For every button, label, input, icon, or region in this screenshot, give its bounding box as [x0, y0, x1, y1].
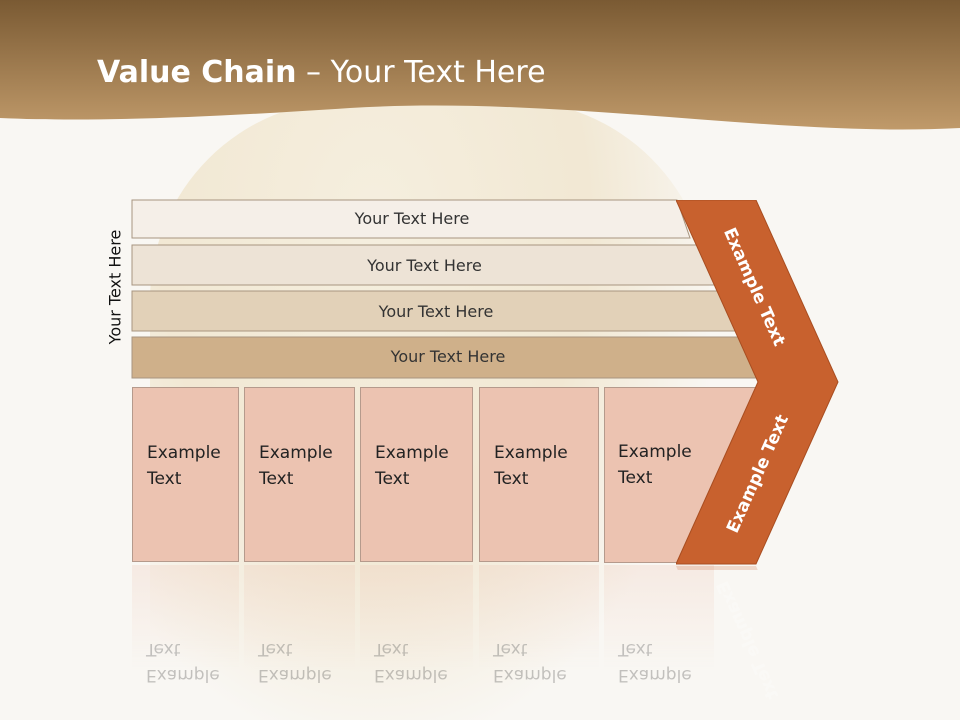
margin-chevron	[676, 200, 839, 570]
layer-label-4: Your Text Here	[390, 347, 506, 366]
layer-label-3: Your Text Here	[378, 302, 494, 321]
header-band	[0, 0, 960, 130]
reflection-label-5: Example Text	[618, 639, 692, 685]
margin-label-reflection: Example Text	[713, 577, 783, 703]
reflection-label-3: Example Text	[374, 639, 448, 685]
activity-reflection-4: Example Text	[479, 565, 599, 700]
activity-reflection-3: Example Text	[360, 565, 473, 700]
reflection-label-4: Example Text	[493, 639, 567, 685]
title-bold: Value Chain	[97, 55, 297, 90]
layer-row-2: Your Text Here	[131, 244, 717, 286]
activity-reflection-1: Example Text	[132, 565, 239, 700]
activity-label-5: Example Text	[618, 442, 692, 488]
activity-label-3: Example Text	[375, 443, 449, 489]
activity-reflection-2: Example Text	[244, 565, 355, 700]
activity-label-1: Example Text	[147, 443, 221, 489]
activity-box-1: Example Text	[132, 387, 239, 562]
layer-row-3: Your Text Here	[131, 290, 740, 332]
layer-row-4: Your Text Here	[131, 336, 764, 379]
activity-reflection-5: Example Text	[604, 565, 714, 700]
layer-shape-1	[131, 199, 691, 239]
activity-label-2: Example Text	[259, 443, 333, 489]
layer-row-1: Your Text Here	[131, 199, 692, 239]
title-rest: – Your Text Here	[296, 55, 546, 90]
page-title: Value Chain – Your Text Here	[97, 55, 546, 90]
reflection-label-2: Example Text	[258, 639, 332, 685]
layer-label-2: Your Text Here	[367, 256, 482, 275]
reflection-label-1: Example Text	[146, 639, 220, 685]
support-activities-label: Your Text Here	[105, 229, 125, 345]
layer-label-1: Your Text Here	[354, 209, 470, 228]
activity-box-3: Example Text	[360, 387, 473, 562]
activity-label-4: Example Text	[494, 443, 568, 489]
activity-box-4: Example Text	[479, 387, 599, 562]
activity-box-2: Example Text	[244, 387, 355, 562]
